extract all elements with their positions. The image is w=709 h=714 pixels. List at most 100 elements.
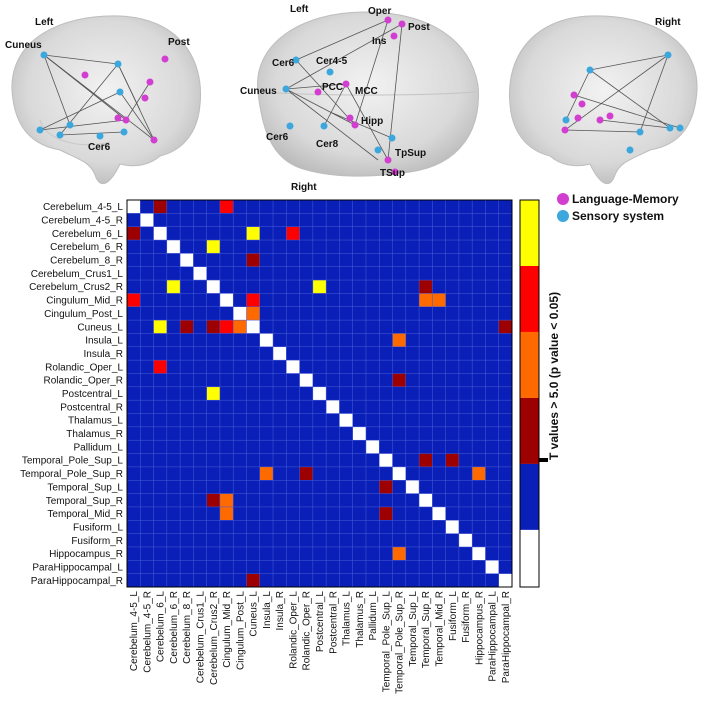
matrix-cell xyxy=(246,293,260,307)
matrix-cell-diagonal xyxy=(432,506,446,521)
matrix-cell-diagonal xyxy=(140,213,154,227)
matrix-cell xyxy=(206,320,220,334)
colorbar-frame xyxy=(519,199,540,588)
matrix-cell xyxy=(419,453,433,467)
row-label: Cerebelum_Crus2_R xyxy=(29,282,123,293)
brain-left-nodes xyxy=(36,51,169,144)
row-label: Temporal_Sup_L xyxy=(47,482,123,493)
column-label: Insula_L xyxy=(262,591,273,629)
column-label: Cerebelum_4-5_L xyxy=(129,591,140,671)
brain-left-cerebellum xyxy=(39,119,111,146)
row-label: Postcentral_L xyxy=(62,389,124,400)
matrix-cell xyxy=(153,360,167,374)
matrix-cell-diagonal xyxy=(379,453,393,467)
row-label: Cingulum_Mid_R xyxy=(46,296,123,307)
column-label: Temporal_Mid_R xyxy=(434,591,445,667)
matrix-cell-diagonal xyxy=(339,413,353,427)
colorbar-label: T values > 5.0 (p value < 0.05) xyxy=(547,292,561,460)
brain-center-label-oper: Oper xyxy=(368,6,391,17)
colorbar-segment xyxy=(520,200,539,266)
row-label: Temporal_Pole_Sup_L xyxy=(22,456,124,467)
colorbar-segments xyxy=(520,200,539,587)
column-label: Temporal_Sup_R xyxy=(421,591,432,668)
matrix-cell-diagonal xyxy=(219,293,234,307)
matrix-cell-diagonal xyxy=(153,226,167,241)
row-label: Thalamus_R xyxy=(66,429,123,440)
matrix-cell xyxy=(379,480,393,494)
matrix-cell xyxy=(246,253,260,267)
matrix-cell xyxy=(498,320,512,334)
matrix-cell xyxy=(299,466,313,481)
matrix-cell-diagonal xyxy=(458,533,473,547)
matrix-cell xyxy=(206,240,220,254)
column-label: Temporal_Pole_Sup_R xyxy=(395,591,406,694)
column-label: Insula_R xyxy=(275,591,286,630)
row-label: Cuneus_L xyxy=(77,322,123,333)
matrix-cell-diagonal xyxy=(286,360,300,374)
brain-left-label-post: Post xyxy=(168,37,190,48)
matrix-cell xyxy=(392,333,406,347)
matrix-cell-diagonal xyxy=(392,466,406,481)
brain-center-label-cer6-top: Cer6 xyxy=(272,58,295,69)
brain-center-label-cer8: Cer8 xyxy=(316,139,339,150)
row-label: Cerebelum_Crus1_L xyxy=(31,269,124,280)
row-label: ParaHippocampal_L xyxy=(32,562,123,573)
colorbar-segment xyxy=(520,397,539,464)
row-label: Insula_L xyxy=(85,336,123,347)
colorbar: T values > 5.0 (p value < 0.05) xyxy=(519,199,561,588)
matrix-cell xyxy=(219,200,234,214)
row-label: Fusiform_R xyxy=(71,536,123,547)
matrix-cell xyxy=(246,573,260,587)
matrix-cell-diagonal xyxy=(445,520,459,534)
matrix-cell-diagonal xyxy=(312,386,327,401)
brain-center-nodes xyxy=(282,16,406,176)
row-label: Postcentral_R xyxy=(60,402,123,413)
matrix-cell-diagonal xyxy=(326,400,340,414)
brain-left-label-side: Left xyxy=(35,17,54,28)
brain-center-label-tsup: TSup xyxy=(380,168,405,179)
column-label: ParaHippocampal_R xyxy=(501,591,512,683)
column-label: Cerebelum_6_R xyxy=(169,591,180,664)
matrix-cell-diagonal xyxy=(166,240,181,254)
row-label: Cerebelum_4-5_R xyxy=(41,216,123,227)
column-label: Cerebelum_Crus2_R xyxy=(209,591,220,685)
brain-right-nodes xyxy=(561,51,684,154)
matrix-cell xyxy=(312,280,327,294)
matrix-cell xyxy=(219,320,234,334)
matrix-cell-diagonal xyxy=(405,480,420,494)
brain-left-label-cer6: Cer6 xyxy=(88,142,111,153)
column-label: Cuneus_L xyxy=(249,591,260,637)
brain-center-fissure xyxy=(261,91,477,96)
row-label: Cerebelum_6_L xyxy=(52,229,124,240)
matrix-cells xyxy=(127,200,512,587)
matrix-cell-diagonal xyxy=(299,373,313,387)
column-label: Hippocampus_R xyxy=(474,591,485,665)
column-label: Cerebelum_4-5_R xyxy=(142,591,153,673)
column-label: Temporal_Sup_L xyxy=(408,591,419,667)
brain-center-label-side-right: Right xyxy=(291,182,317,193)
matrix-cell xyxy=(419,293,433,307)
matrix-cell xyxy=(286,226,300,241)
column-label: Fusiform_L xyxy=(448,591,459,641)
column-label: ParaHippocampal_L xyxy=(488,591,499,682)
column-label: Thalamus_R xyxy=(355,591,366,648)
row-label: Hippocampus_R xyxy=(49,549,123,560)
row-label: Cerebelum_4-5_L xyxy=(43,202,123,213)
colorbar-threshold-marker xyxy=(539,458,548,462)
matrix-frame xyxy=(126,199,513,588)
matrix-cell xyxy=(153,200,167,214)
matrix-cell-diagonal xyxy=(419,493,433,507)
colorbar-segment xyxy=(520,463,539,530)
row-label: Rolandic_Oper_L xyxy=(45,362,123,373)
brain-right-label-side: Right xyxy=(655,17,681,28)
row-label: Temporal_Mid_R xyxy=(47,509,123,520)
brain-center-label-cer45: Cer4-5 xyxy=(316,56,348,67)
matrix-cell-diagonal xyxy=(233,306,247,321)
column-label: Cerebelum_Crus1_L xyxy=(196,591,207,684)
matrix-cell-diagonal xyxy=(193,266,207,281)
brain-right-edges xyxy=(564,54,681,133)
row-label: Fusiform_L xyxy=(73,522,123,533)
matrix-cell xyxy=(445,453,459,467)
brain-view-right: Right xyxy=(508,15,698,185)
